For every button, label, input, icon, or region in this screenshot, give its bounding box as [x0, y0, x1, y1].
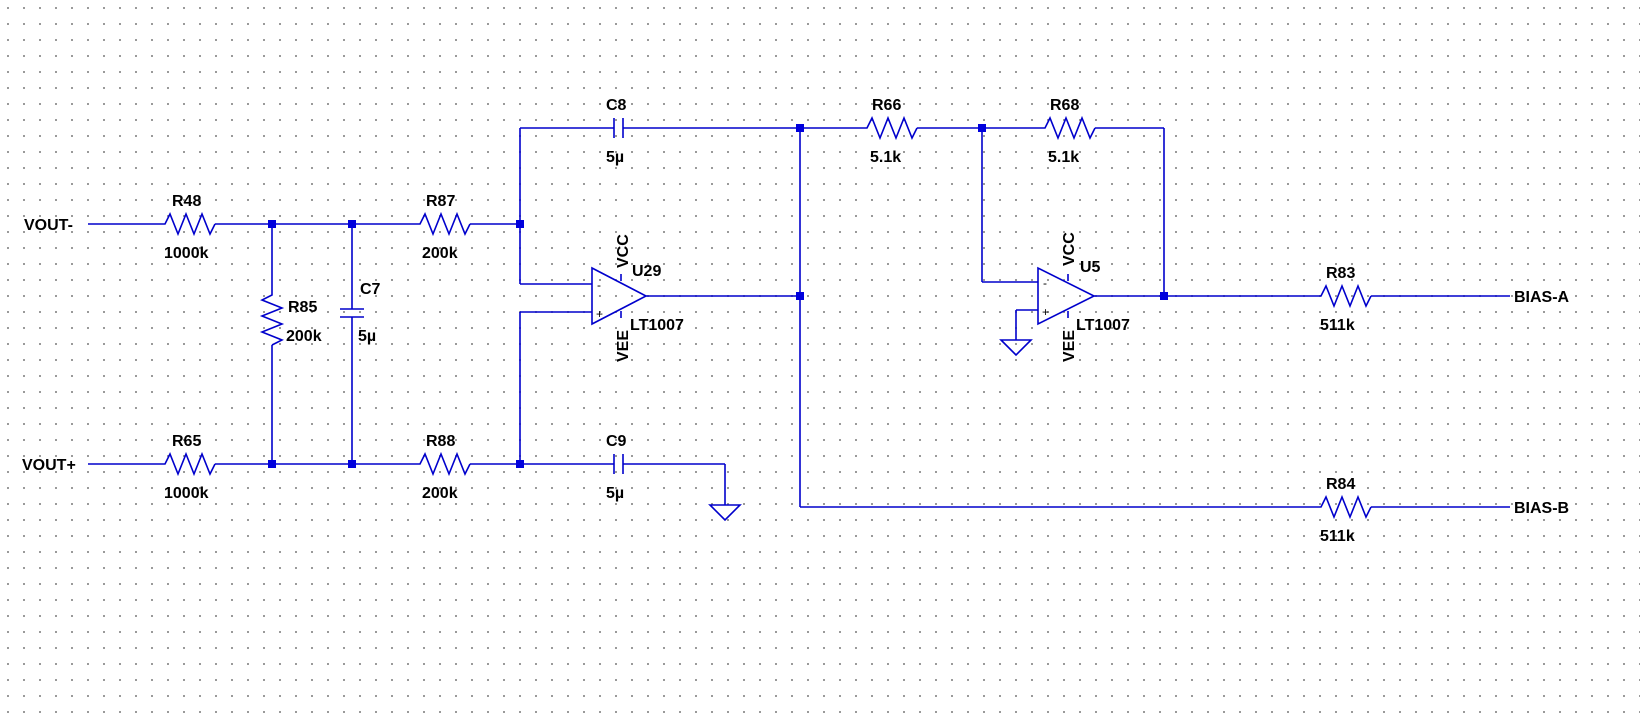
- capacitor-c7[interactable]: [340, 308, 364, 318]
- resistor-r68[interactable]: [1040, 115, 1096, 141]
- c7-name: C7: [360, 281, 381, 298]
- resistor-r65[interactable]: [160, 451, 216, 477]
- ground-icon: [708, 504, 742, 522]
- resistor-r88[interactable]: [415, 451, 471, 477]
- resistor-r84[interactable]: [1316, 494, 1372, 520]
- r48-name: R48: [172, 193, 201, 210]
- c7-value: 5µ: [358, 328, 376, 345]
- r48-value: 1000k: [164, 245, 209, 262]
- capacitor-c9[interactable]: [613, 454, 624, 474]
- u5-plus-sign: +: [1042, 305, 1049, 319]
- r66-name: R66: [872, 97, 901, 114]
- port-bias-a: BIAS-A: [1514, 289, 1570, 306]
- c8-value: 5µ: [606, 149, 624, 166]
- junctions: [268, 124, 1168, 468]
- capacitor-c8[interactable]: [613, 118, 624, 138]
- resistor-r83[interactable]: [1316, 283, 1372, 309]
- r83-name: R83: [1326, 265, 1355, 282]
- r85-name: R85: [288, 299, 317, 316]
- ground-icon: [999, 339, 1033, 357]
- u29-name: U29: [632, 263, 661, 280]
- r66-value: 5.1k: [870, 149, 901, 166]
- c9-value: 5µ: [606, 485, 624, 502]
- u29-vee-label: VEE: [615, 330, 632, 362]
- c8-name: C8: [606, 97, 627, 114]
- c9-name: C9: [606, 433, 627, 450]
- u5-vcc-label: VCC: [1061, 232, 1078, 266]
- r65-value: 1000k: [164, 485, 209, 502]
- r68-name: R68: [1050, 97, 1079, 114]
- wires: [88, 127, 1510, 508]
- port-bias-b: BIAS-B: [1514, 500, 1569, 517]
- r84-value: 511k: [1320, 528, 1355, 545]
- r85-value: 200k: [286, 328, 322, 345]
- r87-name: R87: [426, 193, 455, 210]
- u29-minus-sign: -: [597, 278, 601, 292]
- opamp-u29[interactable]: - +: [591, 266, 648, 326]
- resistor-r48[interactable]: [160, 211, 216, 237]
- u29-plus-sign: +: [596, 307, 603, 321]
- r88-value: 200k: [422, 485, 458, 502]
- r84-name: R84: [1326, 476, 1355, 493]
- u29-model: LT1007: [630, 317, 684, 334]
- r88-name: R88: [426, 433, 455, 450]
- r68-value: 5.1k: [1048, 149, 1079, 166]
- u5-vee-label: VEE: [1061, 330, 1078, 362]
- u5-name: U5: [1080, 259, 1101, 276]
- r65-name: R65: [172, 433, 201, 450]
- r83-value: 511k: [1320, 317, 1355, 334]
- resistor-r87[interactable]: [415, 211, 471, 237]
- resistor-r85[interactable]: [259, 290, 285, 346]
- u5-minus-sign: -: [1043, 276, 1047, 290]
- opamp-u5[interactable]: - +: [1037, 266, 1096, 326]
- resistor-r66[interactable]: [862, 115, 918, 141]
- u29-vcc-label: VCC: [615, 234, 632, 268]
- port-vout-plus: VOUT+: [22, 457, 76, 474]
- u5-model: LT1007: [1076, 317, 1130, 334]
- r87-value: 200k: [422, 245, 458, 262]
- port-vout-minus: VOUT-: [24, 217, 73, 234]
